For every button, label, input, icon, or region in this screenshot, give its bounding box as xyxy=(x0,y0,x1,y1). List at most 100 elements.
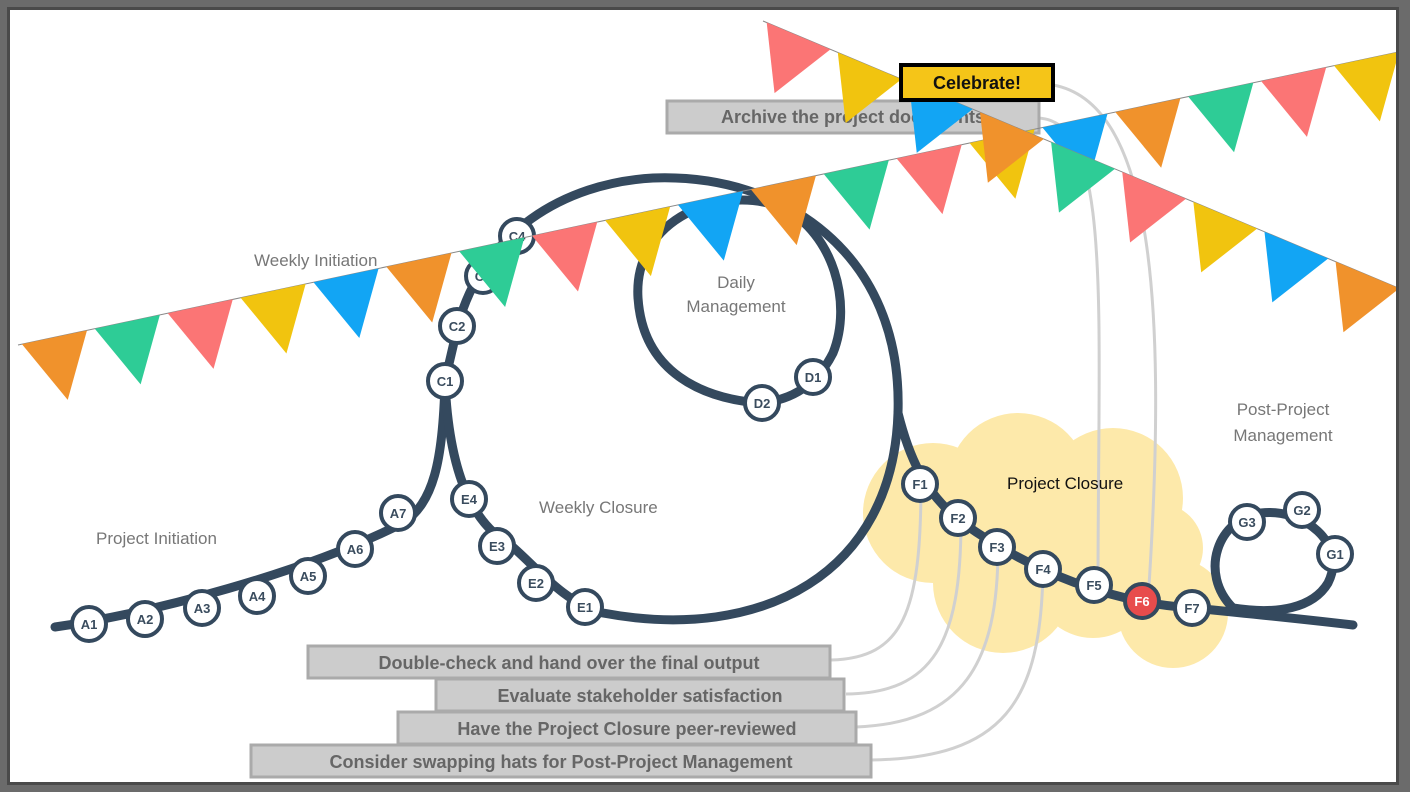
task-double-check-label: Double-check and hand over the final out… xyxy=(378,653,759,673)
node-a6-label: A6 xyxy=(347,542,364,557)
node-a6: A6 xyxy=(336,530,374,568)
node-f2-label: F2 xyxy=(950,511,965,526)
lifecycle-nodes: A1A2A3A4A5A6A7C1C2C3C4D1D2E1E2E3E4F1F2F3… xyxy=(70,217,1354,643)
diagram-canvas: A1A2A3A4A5A6A7C1C2C3C4D1D2E1E2E3E4F1F2F3… xyxy=(7,7,1399,785)
node-g2-label: G2 xyxy=(1293,503,1310,518)
node-g3-label: G3 xyxy=(1238,515,1255,530)
node-d1-circle xyxy=(794,358,832,396)
node-e1-label: E1 xyxy=(577,600,593,615)
bunting-lower-flag xyxy=(386,252,452,323)
node-f7-label: F7 xyxy=(1184,601,1199,616)
task-swap-hats: Consider swapping hats for Post-Project … xyxy=(249,743,873,779)
bunting-lower-flag xyxy=(459,237,525,308)
node-f5-circle xyxy=(1075,566,1113,604)
node-e3-label: E3 xyxy=(489,539,505,554)
bunting-decoration xyxy=(17,20,1396,400)
node-e4-label: E4 xyxy=(461,492,478,507)
node-a4: A4 xyxy=(238,577,276,615)
bunting-lower-flag xyxy=(1188,82,1254,153)
node-d1-label: D1 xyxy=(805,370,822,385)
bunting-lower-flag xyxy=(896,144,962,215)
node-a7-label: A7 xyxy=(390,506,407,521)
node-f6-circle xyxy=(1123,582,1161,620)
node-a3-circle xyxy=(183,589,221,627)
node-e1-circle xyxy=(566,588,604,626)
node-c2-circle xyxy=(438,307,476,345)
node-f2: F2 xyxy=(939,499,977,537)
phase-label-post-project-line2: Management xyxy=(1233,426,1333,445)
task-swap-hats-label: Consider swapping hats for Post-Project … xyxy=(329,752,792,772)
phase-label-weekly-closure: Weekly Closure xyxy=(539,498,658,517)
bunting-lower-flag xyxy=(532,222,598,292)
node-c1-label: C1 xyxy=(437,374,454,389)
node-g3: G3 xyxy=(1228,503,1266,541)
task-double-check: Double-check and hand over the final out… xyxy=(306,644,832,680)
bunting-lower-flag xyxy=(240,283,306,354)
node-g1-circle xyxy=(1316,535,1354,573)
node-c1: C1 xyxy=(426,362,464,400)
node-a5-circle xyxy=(289,557,327,595)
node-a4-label: A4 xyxy=(249,589,266,604)
node-d1: D1 xyxy=(794,358,832,396)
bunting-lower-flag xyxy=(94,314,160,385)
phase-label-project-closure: Project Closure xyxy=(1007,474,1123,493)
node-g1: G1 xyxy=(1316,535,1354,573)
bunting-upper-flag xyxy=(1122,171,1186,243)
node-f1: F1 xyxy=(901,465,939,503)
node-c2: C2 xyxy=(438,307,476,345)
bunting-lower-flag xyxy=(313,268,379,338)
node-f5-label: F5 xyxy=(1086,578,1101,593)
node-f5: F5 xyxy=(1075,566,1113,604)
bunting-lower-flag xyxy=(677,191,744,261)
node-g2: G2 xyxy=(1283,491,1321,529)
task-evaluate: Evaluate stakeholder satisfaction xyxy=(434,677,846,713)
node-e4-circle xyxy=(450,480,488,518)
node-a3-label: A3 xyxy=(194,601,211,616)
node-f4: F4 xyxy=(1024,550,1062,588)
task-peer-review-label: Have the Project Closure peer-reviewed xyxy=(457,719,796,739)
node-a5-label: A5 xyxy=(300,569,317,584)
node-d2-circle xyxy=(743,384,781,422)
node-a7-circle xyxy=(379,494,417,532)
bunting-upper-flag xyxy=(980,112,1044,183)
node-d2-label: D2 xyxy=(754,396,771,411)
bunting-upper-flag xyxy=(837,52,902,123)
bunting-upper-flag xyxy=(1335,261,1396,333)
node-e3-circle xyxy=(478,527,516,565)
bunting-lower-flag xyxy=(823,160,889,230)
node-f7: F7 xyxy=(1173,589,1211,627)
node-f4-label: F4 xyxy=(1035,562,1051,577)
node-a2: A2 xyxy=(126,600,164,638)
bunting-upper-flag xyxy=(1264,231,1329,303)
bunting-lower-flag xyxy=(1115,98,1181,168)
node-g1-label: G1 xyxy=(1326,547,1343,562)
bunting-upper-flag xyxy=(1051,142,1115,213)
node-a1: A1 xyxy=(70,605,108,643)
node-f3-circle xyxy=(978,528,1016,566)
project-closure-cloud xyxy=(863,413,1228,668)
phase-label-project-initiation: Project Initiation xyxy=(96,529,217,548)
bunting-lower-flag xyxy=(605,206,671,277)
node-f1-label: F1 xyxy=(912,477,927,492)
phase-label-daily-management-line2: Management xyxy=(686,297,786,316)
node-f2-circle xyxy=(939,499,977,537)
project-lifecycle-diagram: A1A2A3A4A5A6A7C1C2C3C4D1D2E1E2E3E4F1F2F3… xyxy=(17,20,1396,779)
task-peer-review: Have the Project Closure peer-reviewed xyxy=(396,710,858,746)
phase-label-weekly-initiation: Weekly Initiation xyxy=(254,251,377,270)
node-e2-label: E2 xyxy=(528,576,544,591)
node-a7: A7 xyxy=(379,494,417,532)
bunting-upper-flag xyxy=(1193,201,1258,273)
node-a1-circle xyxy=(70,605,108,643)
node-e2: E2 xyxy=(517,564,555,602)
node-a2-circle xyxy=(126,600,164,638)
task-celebrate: Celebrate! xyxy=(899,63,1055,102)
node-c1-circle xyxy=(426,362,464,400)
node-e2-circle xyxy=(517,564,555,602)
node-f6-label: F6 xyxy=(1134,594,1149,609)
node-f4-circle xyxy=(1024,550,1062,588)
phase-label-post-project-line1: Post-Project xyxy=(1237,400,1330,419)
node-f6: F6 xyxy=(1123,582,1161,620)
node-a1-label: A1 xyxy=(81,617,98,632)
node-a5: A5 xyxy=(289,557,327,595)
node-a6-circle xyxy=(336,530,374,568)
